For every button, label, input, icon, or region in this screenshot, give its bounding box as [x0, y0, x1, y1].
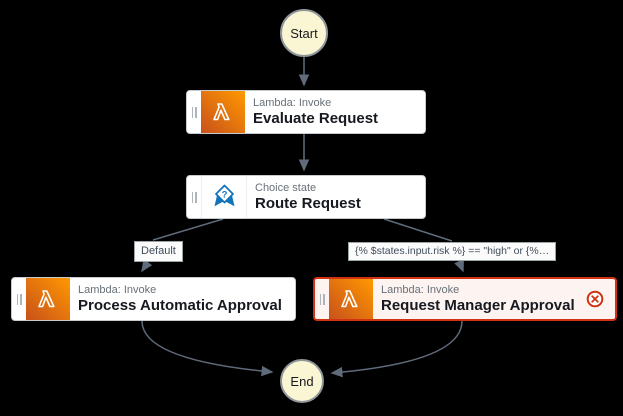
edge-label-condition: {% $states.input.risk %} == "high" or {%…	[348, 242, 557, 261]
svg-text:?: ?	[221, 189, 227, 200]
edge-route-to-default-label	[152, 218, 224, 241]
start-node-label: Start	[290, 25, 318, 41]
edge-label-condition-text: {% $states.input.risk %} == "high" or {%…	[355, 245, 550, 257]
drag-handle[interactable]	[187, 91, 201, 133]
drag-handle[interactable]	[315, 279, 329, 319]
state-card-request-manager-approval[interactable]: Lambda: Invoke Request Manager Approval	[313, 277, 617, 321]
lambda-icon	[26, 278, 70, 320]
state-type-label: Choice state	[255, 182, 317, 194]
edge-auto-to-end	[141, 320, 274, 377]
choice-icon: ?	[201, 176, 247, 218]
state-type-label: Lambda: Invoke	[381, 284, 460, 296]
state-title: Evaluate Request	[253, 110, 379, 127]
end-node-label: End	[290, 373, 314, 389]
error-status-icon	[586, 290, 604, 308]
drag-handle[interactable]	[187, 176, 201, 218]
edge-label-default: Default	[134, 241, 183, 262]
state-title: Process Automatic Approval	[78, 297, 282, 314]
state-card-process-automatic-approval[interactable]: Lambda: Invoke Process Automatic Approva…	[11, 277, 296, 321]
state-card-route-request[interactable]: ? Choice state Route Request	[186, 175, 426, 219]
edge-manager-to-end	[330, 320, 463, 378]
edge-condition-label-to-manager	[454, 259, 464, 273]
state-title: Route Request	[255, 195, 361, 212]
state-type-label: Lambda: Invoke	[78, 284, 157, 296]
end-node: End	[280, 359, 324, 403]
lambda-icon	[201, 91, 245, 133]
state-card-evaluate-request[interactable]: Lambda: Invoke Evaluate Request	[186, 90, 426, 134]
state-title: Request Manager Approval	[381, 297, 575, 314]
edge-label-default-text: Default	[141, 245, 176, 257]
edge-default-label-to-auto	[141, 259, 153, 273]
drag-handle[interactable]	[12, 278, 26, 320]
start-node: Start	[280, 9, 328, 57]
lambda-icon	[329, 279, 373, 319]
edge-route-to-condition-label	[383, 218, 453, 242]
state-type-label: Lambda: Invoke	[253, 97, 332, 109]
